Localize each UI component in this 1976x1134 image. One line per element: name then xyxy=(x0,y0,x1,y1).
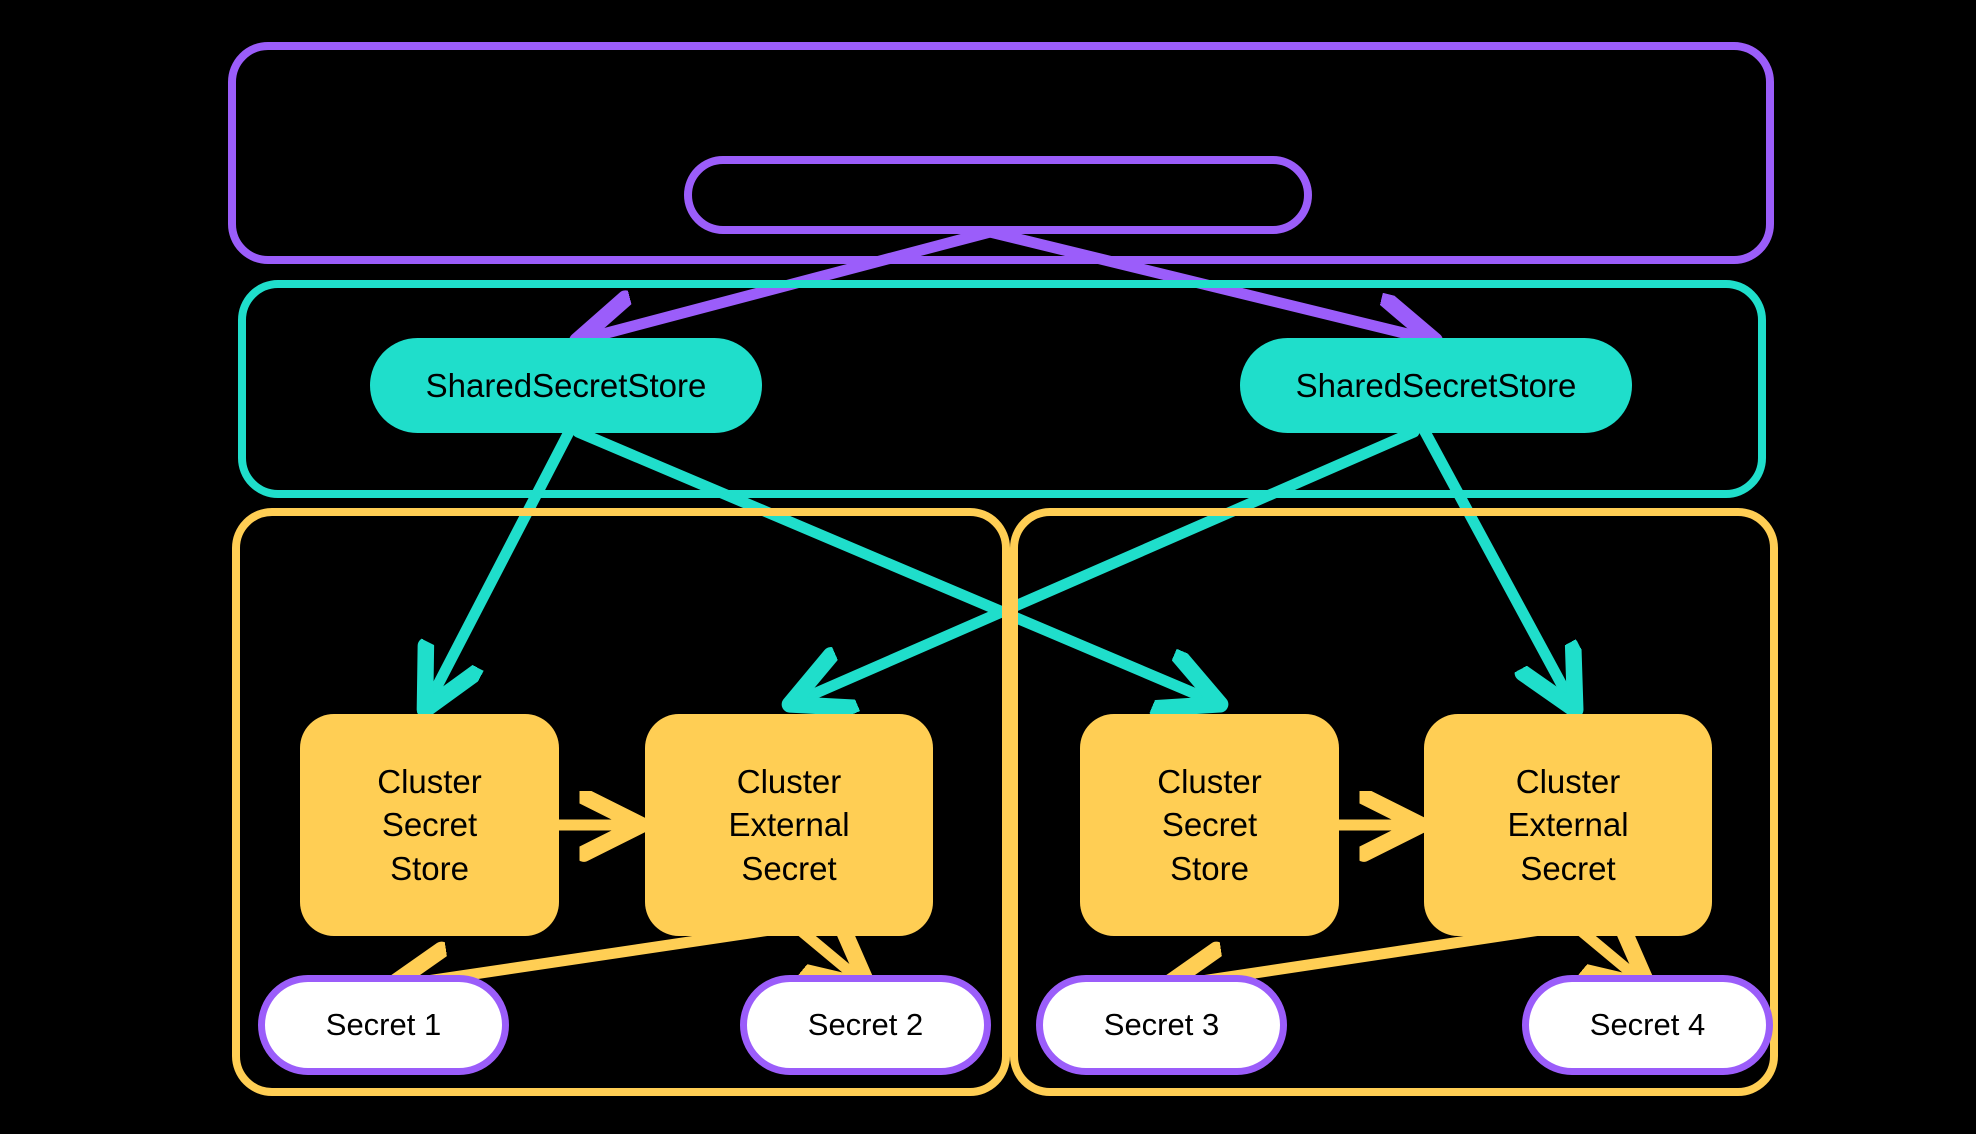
secret-3-label: Secret 3 xyxy=(1103,1006,1220,1042)
cluster-external-secret-right[interactable]: Cluster External Secret xyxy=(1424,714,1712,936)
edge-ces-left-to-secret2 xyxy=(794,930,860,980)
cluster-external-secret-left-line1: Cluster xyxy=(736,762,842,800)
cluster-external-secret-left-line3: Secret xyxy=(741,849,837,887)
edge-sharedright-to-clusterexternalsecret-right xyxy=(1418,424,1570,700)
shared-secret-store-right[interactable]: SharedSecretStore xyxy=(1240,338,1632,433)
edge-sharedleft-to-clustersecretstore-right xyxy=(572,426,1210,700)
cluster-external-secret-left[interactable]: Cluster External Secret xyxy=(645,714,933,936)
cluster-secret-store-right-line3: Store xyxy=(1170,849,1249,887)
cluster-external-secret-right-line1: Cluster xyxy=(1515,762,1621,800)
cluster-secret-store-left-line2: Secret xyxy=(381,806,478,844)
shared-secret-store-left[interactable]: SharedSecretStore xyxy=(370,338,762,433)
operator-frame xyxy=(228,42,1774,264)
cluster-secret-store-right-line1: Cluster xyxy=(1157,762,1262,800)
edge-sharedright-to-clusterexternalsecret-left xyxy=(800,426,1420,700)
shared-secret-store-frame xyxy=(238,280,1766,498)
cluster-secret-store-left-line1: Cluster xyxy=(377,762,482,800)
edge-sharedleft-to-clustersecretstore-left xyxy=(430,424,576,700)
secret-1-label: Secret 1 xyxy=(325,1006,442,1042)
cluster-frame-right xyxy=(1010,508,1778,1096)
secret-4[interactable]: Secret 4 xyxy=(1522,975,1773,1075)
cluster-secret-store-right-line2: Secret xyxy=(1161,806,1258,844)
edge-ces-right-to-secret4 xyxy=(1574,930,1640,980)
secret-3[interactable]: Secret 3 xyxy=(1036,975,1287,1075)
cluster-external-secret-right-line2: External xyxy=(1507,806,1629,844)
cluster-external-secret-right-line3: Secret xyxy=(1520,849,1616,887)
secret-1[interactable]: Secret 1 xyxy=(258,975,509,1075)
cluster-frame-left xyxy=(232,508,1010,1096)
cluster-external-secret-left-line2: External xyxy=(728,806,850,844)
secret-2-label: Secret 2 xyxy=(807,1006,924,1042)
secret-4-label: Secret 4 xyxy=(1589,1006,1706,1042)
cluster-secret-store-left-line3: Store xyxy=(390,849,469,887)
operator-inner-box[interactable] xyxy=(684,156,1312,234)
shared-secret-store-left-label: SharedSecretStore xyxy=(425,366,707,404)
cluster-secret-store-left[interactable]: Cluster Secret Store xyxy=(300,714,559,936)
cluster-secret-store-right[interactable]: Cluster Secret Store xyxy=(1080,714,1339,936)
secret-2[interactable]: Secret 2 xyxy=(740,975,991,1075)
shared-secret-store-right-label: SharedSecretStore xyxy=(1295,366,1577,404)
